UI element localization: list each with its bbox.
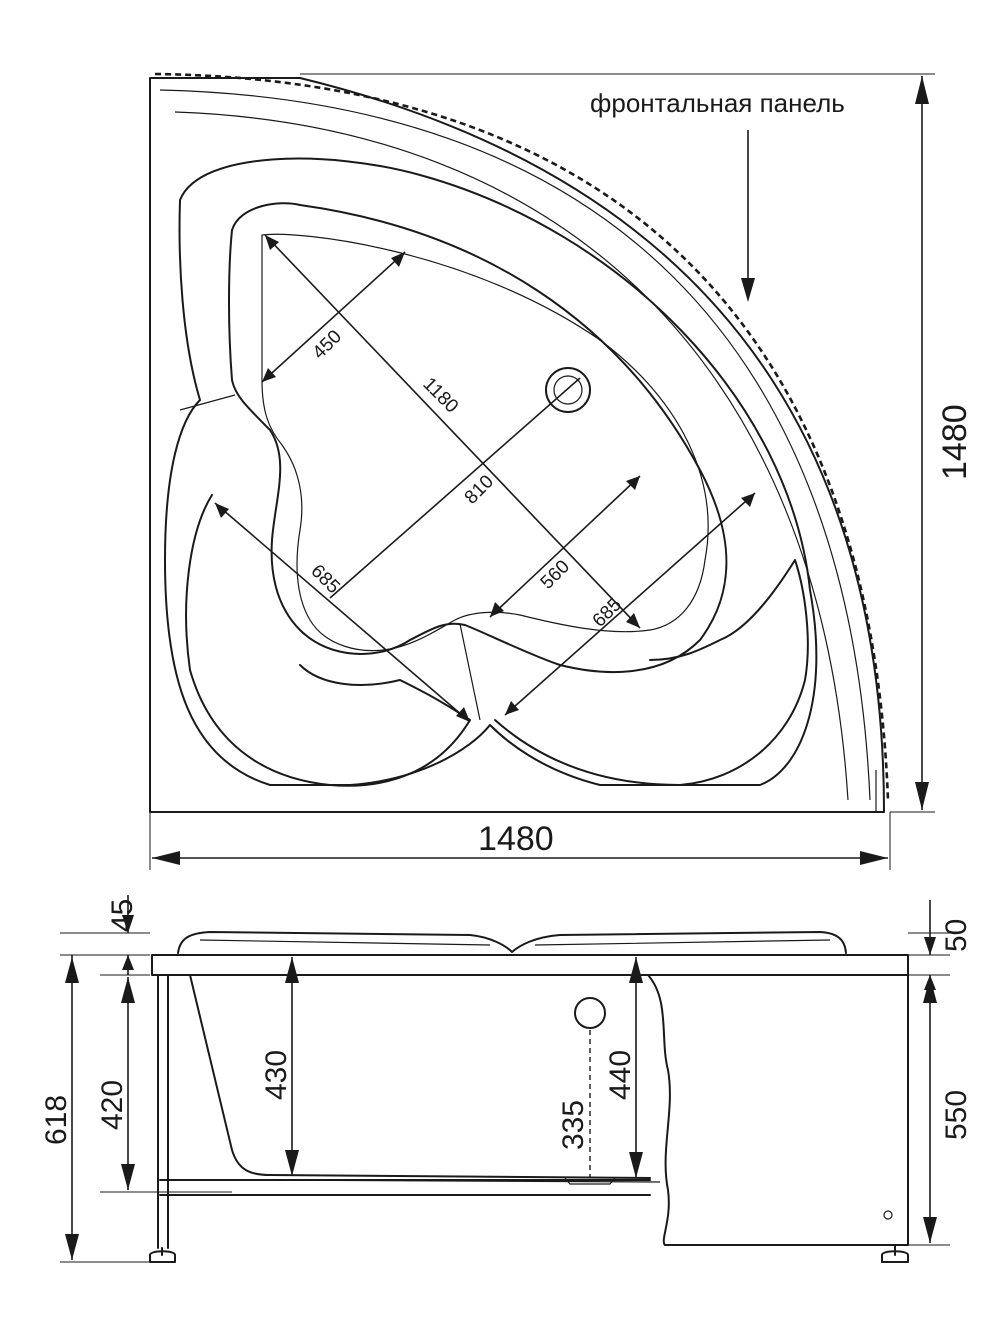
overflow <box>574 997 606 1029</box>
rim-inner <box>164 157 818 786</box>
frame <box>157 974 651 1249</box>
front-panel-arc <box>154 72 890 801</box>
leg-left <box>149 1250 176 1263</box>
dim-440: 440 <box>604 1050 637 1100</box>
drain <box>545 367 591 413</box>
basin-outline <box>228 202 728 674</box>
inner-dimensions <box>214 234 756 723</box>
tub-outline <box>149 77 885 813</box>
dim-50: 50 <box>940 919 973 952</box>
side-view: 45 420 618 430 335 440 50 550 <box>40 895 973 1263</box>
seat-right <box>494 559 809 786</box>
leg-right <box>881 1250 909 1263</box>
dim-1180: 1180 <box>418 374 462 418</box>
rim-top <box>177 931 847 954</box>
dim-550: 550 <box>940 1090 973 1140</box>
top-plate <box>151 954 909 976</box>
seat-left <box>185 494 471 787</box>
top-view: 1180 450 810 685 560 685 1480 1480 фронт… <box>149 72 974 870</box>
dim-420: 420 <box>96 1080 129 1130</box>
front-panel-label: фронтальная панель <box>590 88 845 118</box>
front-panel-side <box>647 974 909 1246</box>
dim-618: 618 <box>40 1095 73 1145</box>
dim-335: 335 <box>557 1100 590 1150</box>
dim-depth-1480: 1480 <box>936 404 974 480</box>
dim-430: 430 <box>260 1050 293 1100</box>
basin-side <box>189 974 651 1179</box>
dim-45: 45 <box>106 899 139 932</box>
dim-685-left: 685 <box>306 561 343 598</box>
dim-560: 560 <box>537 556 574 593</box>
dim-685-right: 685 <box>589 594 626 631</box>
dim-810: 810 <box>461 471 498 508</box>
dim-450: 450 <box>309 326 346 363</box>
dim-width-1480: 1480 <box>478 820 554 858</box>
